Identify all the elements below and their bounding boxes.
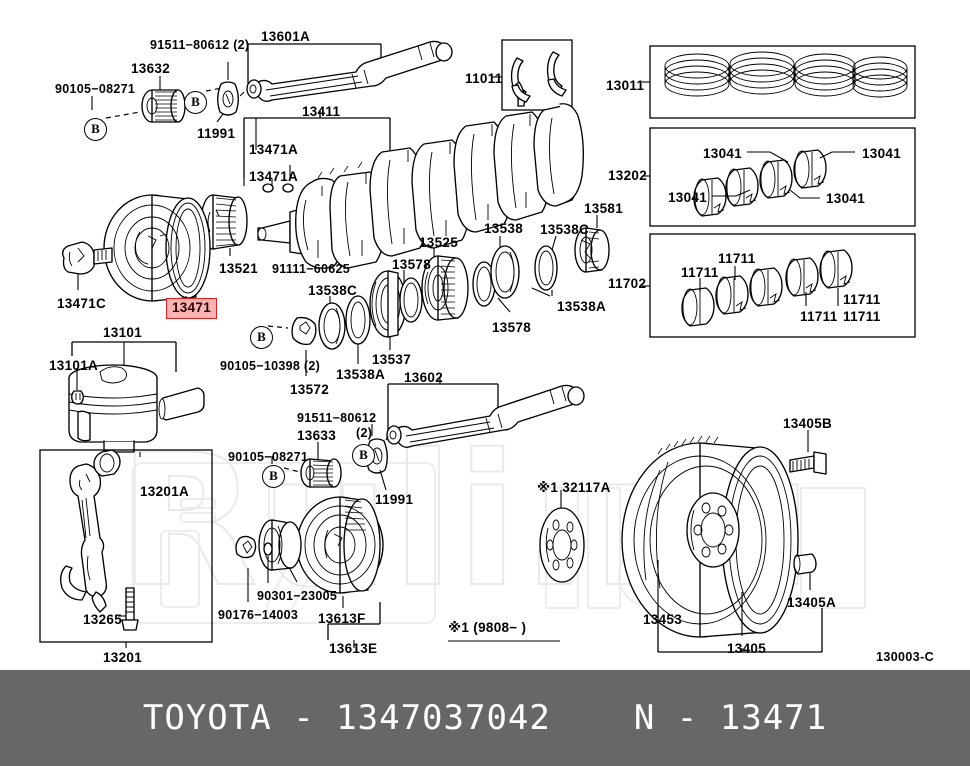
part-label-13011: 13011: [606, 78, 645, 93]
part-label-13521: 13521: [219, 261, 259, 276]
part-label-13202: 13202: [608, 168, 648, 183]
footer-part-code: 1347037042: [336, 698, 551, 738]
assembly-marker-b4: B: [262, 465, 285, 488]
part-label-13578: 13578: [392, 257, 432, 272]
part-label-13601a: 13601A: [261, 29, 311, 44]
footer-separator-1: -: [293, 698, 315, 738]
part-label-13578: 13578: [492, 320, 532, 335]
part-label-11991: 11991: [375, 492, 414, 507]
part-label-132117a: ※1 32117A: [537, 480, 611, 495]
part-label-13405: 13405: [727, 641, 767, 656]
part-label-13041: 13041: [826, 191, 866, 206]
part-label-9111160625: 91111−60625: [272, 262, 351, 276]
part-label-13538c: 13538C: [308, 283, 358, 298]
part-label-2: (2): [356, 426, 373, 440]
footer-ref-prefix: N: [633, 698, 656, 738]
part-label-13101a: 13101A: [49, 358, 99, 373]
part-label-13538: 13538: [484, 221, 524, 236]
part-label-13411: 13411: [302, 104, 341, 119]
part-label-13405b: 13405B: [783, 416, 833, 431]
part-label-13471a: 13471A: [249, 142, 299, 157]
part-label-11711: 11711: [718, 251, 756, 266]
part-label-11711: 11711: [681, 265, 719, 280]
part-label-9010508271: 90105−08271: [55, 82, 136, 96]
part-label-9010508271: 90105−08271: [228, 450, 309, 464]
part-label-13471a: 13471A: [249, 169, 299, 184]
part-label-13101: 13101: [103, 325, 143, 340]
part-label-11702: 11702: [608, 276, 647, 291]
footer-part-number: TOYOTA - 1347037042 N - 13471: [143, 698, 827, 738]
part-label-13602: 13602: [404, 370, 444, 385]
part-label-13525: 13525: [419, 235, 459, 250]
part-label-13041: 13041: [703, 146, 743, 161]
part-label-90105103982: 90105−10398 (2): [220, 359, 321, 373]
part-label-11711: 11711: [800, 309, 838, 324]
assembly-marker-b1: B: [84, 118, 107, 141]
parts-diagram-sheet: Ruli.ru .s{fill:none;stroke:#000;stroke-…: [39, 29, 935, 665]
assembly-marker-b5: B: [352, 444, 375, 467]
footer-separator-2: -: [676, 698, 699, 738]
part-label-13572: 13572: [290, 382, 330, 397]
part-label-13613e: 13613E: [329, 641, 378, 656]
part-label-9151180612: 91511−80612: [297, 411, 377, 425]
part-label-13538a: 13538A: [336, 367, 386, 382]
part-label-13613f: 13613F: [318, 611, 366, 626]
part-label-13201a: 13201A: [140, 484, 190, 499]
part-label-11711: 11711: [843, 309, 881, 324]
part-label-13471c: 13471C: [57, 296, 107, 311]
footnote-text: ※1 (9808− ): [448, 620, 527, 635]
diagram-code: 130003-C: [876, 650, 935, 664]
part-label-11011: 11011: [465, 71, 503, 86]
part-label-13041: 13041: [862, 146, 902, 161]
part-label-13537: 13537: [372, 352, 412, 367]
part-label-13453: 13453: [643, 612, 683, 627]
part-label-13633: 13633: [297, 428, 337, 443]
part-label-13405a: 13405A: [787, 595, 837, 610]
part-label-13471[interactable]: 13471: [166, 298, 218, 319]
part-label-13632: 13632: [131, 61, 171, 76]
technical-drawing: .s{fill:none;stroke:#000;stroke-width:1.…: [39, 39, 916, 653]
part-label-13538c: 13538C: [540, 222, 590, 237]
part-label-13201: 13201: [103, 650, 143, 665]
part-label-13538a: 13538A: [557, 299, 607, 314]
part-label-9017614003: 90176−14003: [218, 608, 299, 622]
part-label-13581: 13581: [584, 201, 624, 216]
part-label-11991: 11991: [197, 126, 236, 141]
part-label-13265: 13265: [83, 612, 123, 627]
footer-ref-code: 13471: [719, 698, 828, 738]
part-label-13041: 13041: [668, 190, 708, 205]
footer-bar: TOYOTA - 1347037042 N - 13471: [0, 670, 970, 766]
part-label-91511806122: 91511−80612 (2): [150, 38, 250, 52]
part-label-9030123005: 90301−23005: [257, 589, 338, 603]
assembly-marker-b2: B: [184, 91, 207, 114]
part-label-11711: 11711: [843, 292, 881, 307]
footer-brand: TOYOTA: [142, 698, 272, 738]
assembly-marker-b3: B: [250, 326, 273, 349]
